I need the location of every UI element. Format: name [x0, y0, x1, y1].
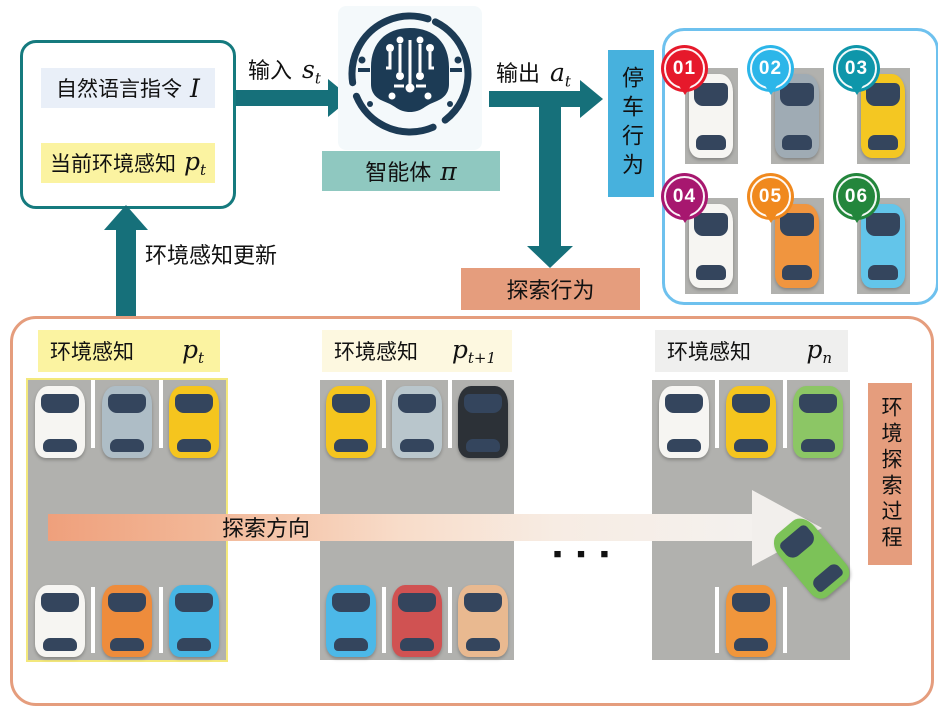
- explore-action-box: 探索行为: [461, 268, 640, 310]
- car: [861, 74, 905, 158]
- pin-06: 06: [833, 173, 880, 223]
- slot: [91, 380, 158, 458]
- output-label-group: 输出 at: [496, 56, 571, 90]
- output-arrow-head: [580, 80, 603, 118]
- scene2-label: 环境感知 pt+1: [322, 330, 512, 372]
- slot: [158, 585, 226, 657]
- car: [392, 386, 442, 458]
- scene2-lot: [320, 380, 514, 660]
- slot-empty: [782, 587, 850, 653]
- car: [458, 386, 508, 458]
- perception-var: pt: [183, 146, 207, 180]
- slot: [320, 585, 382, 657]
- car: [725, 585, 776, 657]
- update-label: 环境感知更新: [145, 243, 278, 268]
- input-label-group: 输入 st: [248, 53, 321, 87]
- car: [169, 386, 220, 458]
- update-arrow-bar: [116, 230, 136, 328]
- car: [169, 585, 220, 657]
- update-arrow-head: [104, 205, 148, 230]
- instruction-var: I: [190, 73, 200, 103]
- scene3-label: 环境感知 pn: [655, 330, 848, 372]
- agent-var: π: [440, 156, 457, 186]
- output-label: 输出: [496, 61, 541, 86]
- scene2-top-row: [320, 380, 514, 458]
- car: [326, 386, 376, 458]
- target-spot-05: [771, 198, 824, 294]
- input-label: 输入: [248, 58, 293, 83]
- car: [101, 386, 152, 458]
- instruction-box: 自然语言指令 I 当前环境感知 pt: [20, 40, 236, 209]
- target-lot-box: 01 02 03 04 05: [661, 28, 938, 305]
- slot: [382, 380, 448, 458]
- slot: [652, 380, 715, 458]
- direction-label: 探索方向: [222, 516, 311, 541]
- car: [725, 386, 776, 458]
- input-var: st: [302, 55, 321, 88]
- scene3-bottom-row: [652, 585, 850, 657]
- slot-empty: [652, 587, 715, 653]
- car: [34, 585, 85, 657]
- target-spot-06: [857, 198, 910, 294]
- slot: [382, 585, 448, 657]
- agent-label-box: 智能体 π: [322, 151, 500, 191]
- scene1-bottom-row: [28, 585, 226, 657]
- ellipsis: ■ ■ ■: [553, 546, 615, 561]
- output-arrow-bar: [489, 91, 582, 107]
- car: [658, 386, 709, 458]
- target-spot-02: [771, 68, 824, 164]
- pin-03: 03: [833, 45, 880, 95]
- car: [34, 386, 85, 458]
- target-spot-04: [685, 198, 738, 294]
- car: [793, 386, 844, 458]
- car: [326, 585, 376, 657]
- instruction-label: 自然语言指令: [56, 78, 183, 101]
- pin-02: 02: [747, 45, 794, 95]
- slot: [448, 380, 514, 458]
- slot: [448, 585, 514, 657]
- input-arrow-bar: [236, 90, 329, 106]
- brain-icon: [348, 12, 472, 136]
- car: [392, 585, 442, 657]
- scene1-top-row: [28, 380, 226, 458]
- car: [775, 204, 819, 288]
- agent-label: 智能体: [365, 160, 432, 185]
- slot: [715, 380, 782, 458]
- explore-arrow-bar: [539, 104, 561, 248]
- slot: [715, 585, 782, 657]
- scene1-label: 环境感知 pt: [38, 330, 220, 372]
- car: [689, 74, 733, 158]
- car: [458, 585, 508, 657]
- direction-arrow-body: [48, 514, 752, 541]
- slot: [158, 380, 226, 458]
- car: [775, 74, 819, 158]
- pin-01: 01: [661, 45, 708, 95]
- car: [101, 585, 152, 657]
- parking-action-box: 停车行为: [608, 50, 654, 197]
- slot: [28, 585, 91, 657]
- perception-label: 当前环境感知: [49, 153, 176, 176]
- car: [861, 204, 905, 288]
- output-var: at: [550, 58, 571, 91]
- pin-05: 05: [747, 173, 794, 223]
- slot: [91, 585, 158, 657]
- explore-arrow-head: [527, 246, 573, 268]
- car: [689, 204, 733, 288]
- pin-04: 04: [661, 173, 708, 223]
- scene3-top-row: [652, 380, 850, 458]
- slot: [28, 380, 91, 458]
- scene2-bottom-row: [320, 585, 514, 657]
- perception-chip: 当前环境感知 pt: [41, 143, 215, 183]
- slot: [320, 380, 382, 458]
- slot: [782, 380, 850, 458]
- process-label-box: 环境探索过程: [868, 383, 912, 565]
- instruction-chip: 自然语言指令 I: [41, 68, 215, 108]
